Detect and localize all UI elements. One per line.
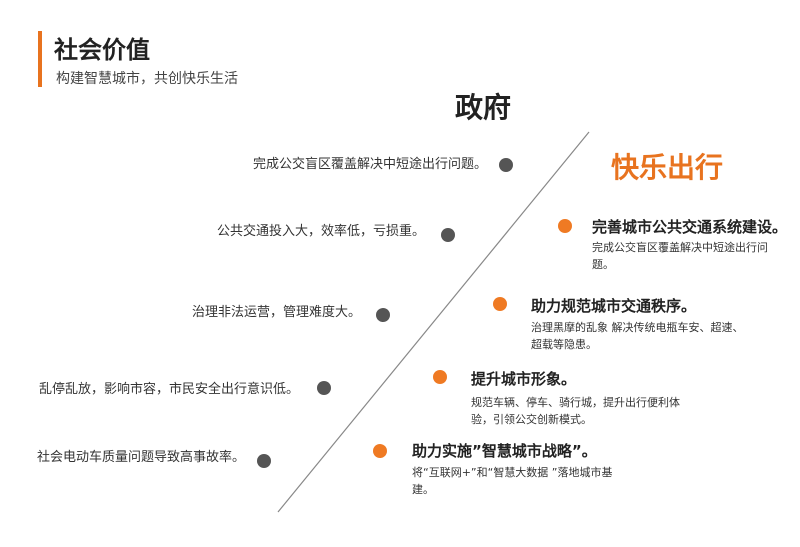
happy-travel-item-desc: 规范车辆、停车、骑行城，提升出行便利体验，引领公交创新模式。 — [471, 396, 680, 426]
happy-travel-item-title: 提升城市形象。 — [471, 370, 577, 388]
happy-travel-item-desc: 完成公交盲区覆盖解决中短途出行问题。 — [592, 241, 768, 271]
government-issue: 公共交通投入大，效率低，亏损重。 — [216, 224, 425, 239]
government-issue-dot — [441, 228, 455, 242]
happy-travel-item-title: 助力实施”智慧城市战略”。 — [412, 442, 597, 460]
government-issue: 社会电动车质量问题导致高事故率。 — [36, 450, 245, 465]
divider-line — [277, 131, 590, 513]
title-accent-bar — [38, 31, 42, 87]
government-issue: 完成公交盲区覆盖解决中短途出行问题。 — [252, 157, 487, 172]
government-issue: 乱停乱放，影响市容，市民安全出行意识低。 — [38, 382, 299, 397]
government-issue: 治理非法运营，管理难度大。 — [191, 305, 361, 320]
page-title: 社会价值 — [54, 36, 150, 64]
government-issue-dot — [376, 308, 390, 322]
government-issue-dot — [257, 454, 271, 468]
happy-travel-item-dot — [493, 297, 507, 311]
government-issue-dot — [499, 158, 513, 172]
happy-travel-heading: 快乐出行 — [611, 151, 724, 184]
happy-travel-item-dot — [433, 370, 447, 384]
happy-travel-item-dot — [373, 444, 387, 458]
government-issue-dot — [317, 381, 331, 395]
happy-travel-item-title: 助力规范城市交通秩序。 — [531, 297, 697, 315]
happy-travel-item-dot — [558, 219, 572, 233]
happy-travel-item-desc: 治理黑摩的乱象 解决传统电瓶车安、超速、超载等隐患。 — [531, 321, 744, 351]
government-heading: 政府 — [455, 91, 512, 124]
happy-travel-item-title: 完善城市公共交通系统建设。 — [592, 218, 788, 236]
page-subtitle: 构建智慧城市，共创快乐生活 — [56, 71, 238, 87]
happy-travel-item-desc: 将“互联网+”和“智慧大数据 ”落地城市基建。 — [412, 466, 613, 496]
